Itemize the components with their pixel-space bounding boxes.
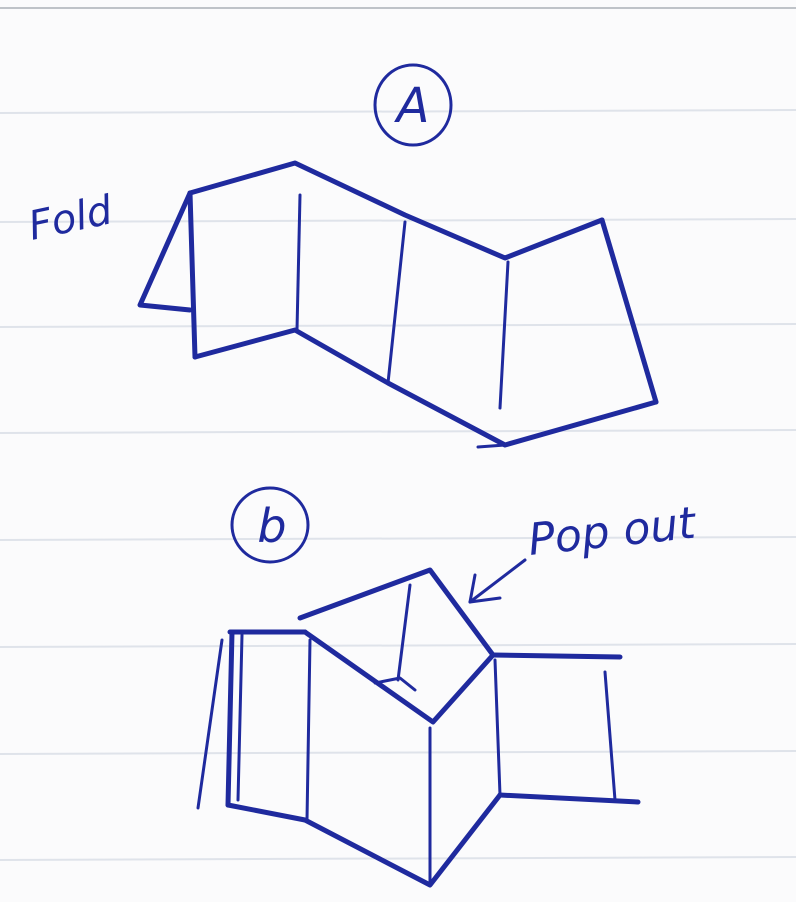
pop-out-arrow-shaft (470, 560, 525, 602)
fold-label: Fold (25, 187, 117, 250)
figure-b-left-flap (198, 640, 222, 808)
panel-b-letter: b (257, 499, 286, 553)
ruled-lines (0, 110, 796, 860)
figure-b-right-crease (495, 660, 500, 795)
figure-a-folded-strip (140, 163, 656, 447)
panel-a-label: A (375, 65, 451, 145)
figure-b-left-crease (307, 640, 310, 820)
figure-a-bottom-tail (478, 445, 505, 447)
figure-b-center-bottom (305, 795, 500, 885)
figure-a-left-edge (190, 193, 195, 357)
figure-b-left-inner (238, 635, 242, 800)
pop-out-label: Pop out (526, 498, 700, 566)
figure-b-left-bottom (228, 805, 305, 820)
figure-a-crease-2 (388, 222, 405, 383)
figure-a-crease-1 (297, 195, 300, 330)
figure-a-fold-flap (140, 193, 190, 310)
figure-b-right-bottom (500, 795, 638, 802)
figure-b-popout-center-crease (398, 585, 410, 680)
figure-b-left-outer (228, 632, 232, 805)
figure-a-top-edge (190, 163, 602, 258)
figure-b-popup-structure (198, 570, 638, 885)
figure-a-bottom-edge (195, 330, 656, 445)
figure-b-right-edge (605, 672, 615, 800)
panel-a-letter: A (394, 78, 430, 134)
pop-out-arrow (470, 560, 525, 602)
figure-a-right-edge (602, 220, 656, 402)
panel-b-label: b (232, 488, 308, 562)
figure-a-crease-3 (500, 262, 508, 408)
figure-b-right-top (493, 655, 620, 657)
